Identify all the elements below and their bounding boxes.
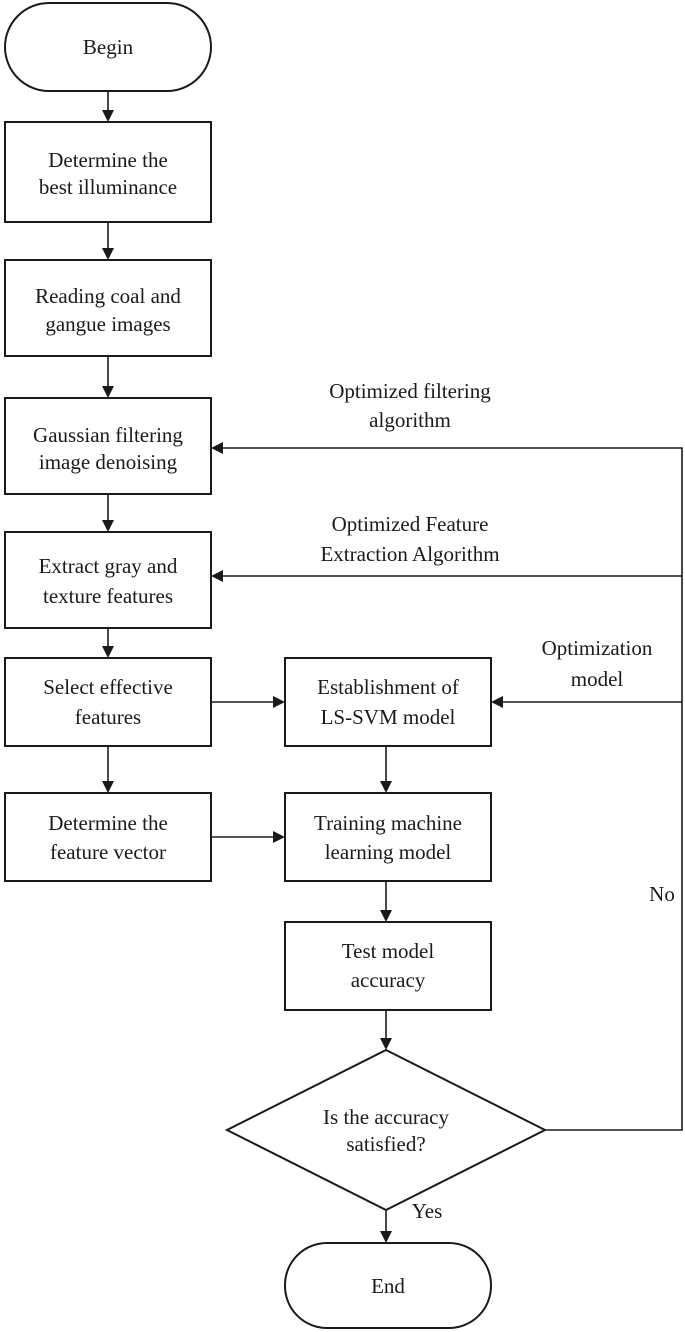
arrowhead — [102, 386, 114, 398]
training-box — [284, 792, 492, 882]
arrowhead — [273, 831, 285, 843]
opt-feature-label-line1: Optimized Feature — [332, 512, 489, 536]
select-box — [4, 657, 212, 747]
gaussian-box — [4, 397, 212, 495]
gaussian-label-line1: Gaussian filtering — [33, 423, 183, 447]
opt-model-label-line2: model — [571, 667, 624, 691]
extract-box — [4, 531, 212, 629]
arrowhead — [380, 1231, 392, 1243]
arrowhead — [102, 646, 114, 658]
arrowhead — [102, 520, 114, 532]
illuminance-box — [4, 121, 212, 223]
arrowhead — [102, 110, 114, 122]
vector-label-line2: feature vector — [50, 840, 166, 864]
gaussian-label-line2: image denoising — [39, 450, 178, 474]
no-label: No — [649, 882, 675, 906]
select-label-line2: features — [75, 705, 141, 729]
arrowhead — [491, 696, 503, 708]
reading-label-line2: gangue images — [45, 312, 170, 336]
vector-box — [4, 792, 212, 882]
extract-label-line2: texture features — [43, 584, 173, 608]
test-label-line2: accuracy — [351, 968, 426, 992]
lssvm-label-line1: Establishment of — [317, 675, 459, 699]
illuminance-label-line1: Determine the — [48, 148, 168, 172]
vector-label-line1: Determine the — [48, 811, 168, 835]
opt-filter-label-line2: algorithm — [369, 408, 451, 432]
end-label: End — [371, 1274, 405, 1298]
arrowhead — [211, 442, 223, 454]
illuminance-label-line2: best illuminance — [39, 175, 177, 199]
reading-label-line1: Reading coal and — [35, 284, 181, 308]
reading-box — [4, 259, 212, 357]
test-box — [284, 921, 492, 1011]
extract-label-line1: Extract gray and — [39, 554, 178, 578]
lssvm-box — [284, 657, 492, 747]
lssvm-label-line2: LS-SVM model — [321, 705, 456, 729]
arrowhead — [380, 1038, 392, 1050]
training-label-line2: learning model — [325, 840, 452, 864]
opt-filter-label-line1: Optimized filtering — [329, 379, 491, 403]
arrowhead — [273, 696, 285, 708]
edge-no-loop — [223, 447, 683, 1131]
opt-model-label-line1: Optimization — [542, 636, 653, 660]
decision-label-line2: satisfied? — [346, 1132, 425, 1156]
opt-feature-label-line2: Extraction Algorithm — [320, 542, 499, 566]
arrowhead — [380, 910, 392, 922]
accuracy-decision — [224, 1048, 548, 1212]
arrowhead — [380, 781, 392, 793]
arrowhead — [102, 248, 114, 260]
training-label-line1: Training machine — [314, 811, 462, 835]
arrowhead — [211, 570, 223, 582]
begin-label: Begin — [83, 35, 134, 59]
select-label-line1: Select effective — [43, 675, 173, 699]
yes-label: Yes — [412, 1199, 443, 1223]
test-label-line1: Test model — [342, 939, 435, 963]
arrowhead — [102, 781, 114, 793]
decision-label-line1: Is the accuracy — [323, 1105, 449, 1129]
end-terminal — [284, 1242, 492, 1329]
